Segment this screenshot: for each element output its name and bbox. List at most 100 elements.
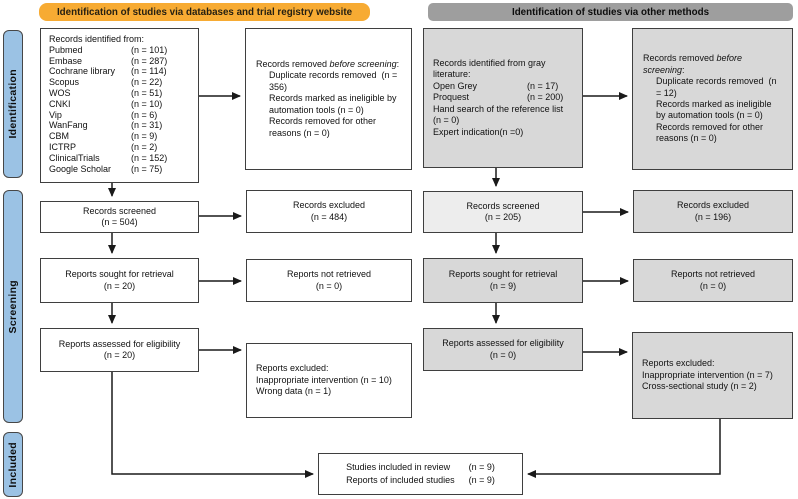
source-row: WOS (n = 51) [49,88,190,99]
removed-reason: Duplicate records removed (n = 356) [269,70,400,92]
source-row: Pubmed (n = 101) [49,45,190,56]
source-row: Vip(n = 6) [49,110,190,121]
source-row: Embase(n = 287) [49,56,190,67]
box-db-reports-sought: Reports sought for retrieval (n = 20) [40,258,199,303]
box-other-records-screened: Records screened (n = 205) [423,191,583,233]
box-count: (n = 0) [489,349,517,360]
header-databases-label: Identification of studies via databases … [56,6,353,18]
sidebar-screening-label: Screening [7,279,19,334]
box-label: Reports not retrieved [286,269,372,280]
source-count: (n = 114) [131,66,167,77]
box-other-reports-assessed: Reports assessed for eligibility (n = 0) [423,328,583,371]
source-row: Open Grey (n = 17) [433,81,573,92]
removed-reason: Records marked as ineligible by automati… [269,93,400,115]
source-count: (n = 9) [131,131,158,142]
sidebar-identification-label: Identification [7,69,19,139]
box-label: Reports assessed for eligibility [58,338,181,349]
source-label: CNKI [49,98,71,109]
source-row: CBM (n = 9) [49,131,190,142]
source-count: (n = 22) [131,77,163,88]
box-db-reports-not-retrieved: Reports not retrieved (n = 0) [246,259,412,302]
removed-reason: Records removed for other reasons (n = 0… [269,116,379,138]
sidebar-included: Included [3,432,23,497]
box-db-records-screened: Records screened (n = 504) [40,201,199,233]
header-other-methods: Identification of studies via other meth… [428,3,793,21]
source-label: WOS [49,87,71,98]
source-count: (n = 75) [131,163,163,174]
removed-reason: Duplicate records removed (n = 12) [656,76,780,98]
included-label: Studies included in review [346,462,451,473]
box-label: Reports not retrieved [670,269,756,280]
exclusion-reason: Inappropriate intervention (n = 7) [642,369,773,380]
source-count: (n = 101) [131,44,168,55]
source-label: ICTRP [49,141,76,152]
source-label: CBM [49,131,69,142]
source-label: Open Grey [433,80,478,91]
box-count: (n = 20) [103,280,136,291]
box-count: (n = 0) [699,280,727,291]
box-label: Reports assessed for eligibility [442,338,564,349]
source-label: ClinicalTrials [49,152,100,163]
box-count: (n = 484) [310,211,348,222]
box-label: Reports sought for retrieval [448,269,558,280]
source-row: WanFang (n = 31) [49,120,190,131]
sidebar-identification: Identification [3,30,23,178]
box-other-records-excluded: Records excluded (n = 196) [633,190,793,233]
box-other-records-removed: Records removed before screening: Duplic… [632,28,793,170]
box-count: (n = 504) [101,217,138,227]
source-count: (n = 2) [131,141,158,152]
box-title: Records identified from gray literature: [433,58,546,80]
box-studies-included: Studies included in review (n = 9) Report… [318,453,523,495]
source-row: ClinicalTrials (n = 152) [49,153,190,164]
source-count: (n = 287) [131,55,168,66]
source-line: Hand search of the reference list (n = 0… [433,103,564,126]
included-count: (n = 9) [468,474,495,485]
box-other-reports-excluded: Reports excluded: Inappropriate interven… [632,332,793,419]
box-other-records-identified: Records identified from gray literature:… [423,28,583,168]
source-count: (n = 51) [131,87,163,98]
exclusion-reason: Cross-sectional study (n = 2) [642,381,757,392]
source-count: (n = 152) [131,152,168,163]
exclusion-reason: Wrong data (n = 1) [256,386,332,397]
source-row: CNKI(n = 10) [49,99,190,110]
source-label: Cochrane library [49,66,116,77]
box-label: Reports sought for retrieval [65,269,174,280]
box-label: Records screened [82,205,157,216]
source-row: Proquest (n = 200) [433,92,573,103]
source-label: Google Scholar [49,163,112,174]
box-count: (n = 205) [484,212,522,222]
header-other-methods-label: Identification of studies via other meth… [511,6,710,18]
included-count: (n = 9) [468,462,495,473]
exclusion-reason: Inappropriate intervention (n = 10) [256,374,392,385]
box-other-reports-not-retrieved: Reports not retrieved (n = 0) [633,259,793,302]
included-rows: Studies included in review (n = 9) Report… [346,462,495,486]
box-db-reports-assessed: Reports assessed for eligibility (n = 20… [40,328,199,372]
box-other-reports-sought: Reports sought for retrieval (n = 9) [423,258,583,303]
source-row: Scopus (n = 22) [49,77,190,88]
box-count: (n = 196) [694,211,732,222]
box-title: Records removed before screening: [256,59,400,70]
source-row: ICTRP (n = 2) [49,142,190,153]
source-count: (n = 200) [527,92,564,103]
box-db-records-excluded: Records excluded (n = 484) [246,190,412,233]
box-db-reports-excluded: Reports excluded: Inappropriate interven… [246,343,412,418]
box-db-records-removed: Records removed before screening: Duplic… [245,28,412,170]
box-label: Records excluded [292,200,366,211]
source-count: (n = 31) [131,120,163,131]
included-label: Reports of included studies [346,474,455,485]
sidebar-included-label: Included [7,441,19,488]
source-row: Google Scholar (n = 75) [49,164,190,175]
box-title: Records removed before screening: [643,53,743,75]
source-label: Pubmed [49,44,83,55]
sidebar-screening: Screening [3,190,23,423]
removed-reason: Records removed for other reasons (n = 0… [656,121,766,144]
source-label: Scopus [49,77,80,88]
box-label: Records screened [466,200,540,211]
box-db-records-identified: Records identified from: Pubmed(n = 101)… [40,28,199,183]
source-label: WanFang [49,120,88,131]
removed-reason: Records marked as ineligible by automati… [656,99,775,121]
box-count: (n = 20) [103,350,136,360]
source-label: Proquest [433,92,470,103]
source-count: (n = 17) [527,80,559,91]
